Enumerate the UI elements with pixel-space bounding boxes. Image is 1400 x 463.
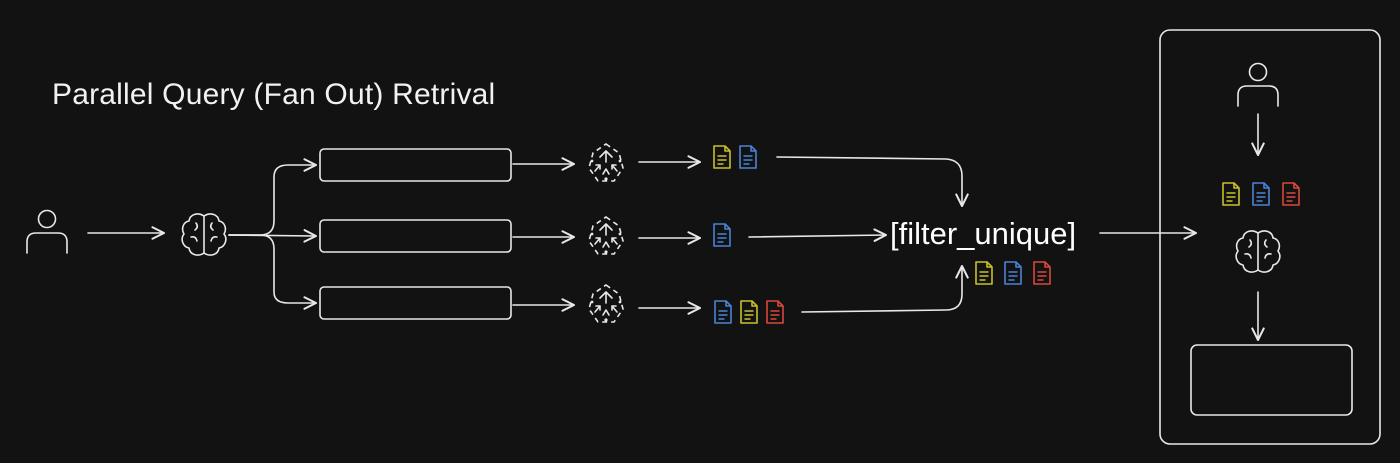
document-icon-red bbox=[1282, 182, 1300, 206]
query-box-2 bbox=[319, 219, 512, 253]
query-box-3 bbox=[319, 286, 512, 320]
arrow-docs2-to-filter bbox=[748, 228, 888, 242]
arrow-fanout-3 bbox=[228, 234, 318, 310]
arrow-fanout-1 bbox=[228, 158, 318, 236]
output-box bbox=[1190, 344, 1353, 416]
document-icon-yellow bbox=[713, 145, 731, 169]
arrow-docs1-to-filter bbox=[776, 156, 969, 208]
document-icon-blue bbox=[739, 145, 757, 169]
vector-store-icon bbox=[588, 216, 624, 255]
user-icon bbox=[26, 209, 68, 254]
vector-store-icon bbox=[588, 143, 624, 182]
document-icon-red bbox=[766, 300, 784, 324]
retrieved-docs-branch-3 bbox=[714, 300, 784, 324]
retrieved-docs-branch-1 bbox=[713, 145, 757, 169]
document-icon-blue bbox=[1004, 261, 1022, 285]
user-icon bbox=[1237, 62, 1279, 107]
arrow-docs3-to-filter bbox=[801, 264, 969, 313]
document-icon-blue bbox=[713, 223, 731, 247]
query-box-1 bbox=[319, 148, 512, 182]
diagram-title: Parallel Query (Fan Out) Retrival bbox=[52, 78, 496, 111]
vector-store-icon bbox=[588, 284, 624, 323]
document-icon-yellow bbox=[740, 300, 758, 324]
context-docs bbox=[1222, 182, 1300, 206]
filter-unique-label: [filter_unique] bbox=[890, 216, 1077, 251]
llm-panel bbox=[1159, 29, 1381, 445]
filtered-docs bbox=[975, 261, 1051, 285]
brain-icon bbox=[181, 213, 227, 256]
retrieved-docs-branch-2 bbox=[713, 223, 731, 247]
document-icon-red bbox=[1033, 261, 1051, 285]
document-icon-blue bbox=[714, 300, 732, 324]
brain-icon bbox=[1235, 230, 1281, 273]
document-icon-yellow bbox=[1222, 182, 1240, 206]
document-icon-blue bbox=[1252, 182, 1270, 206]
document-icon-yellow bbox=[975, 261, 993, 285]
